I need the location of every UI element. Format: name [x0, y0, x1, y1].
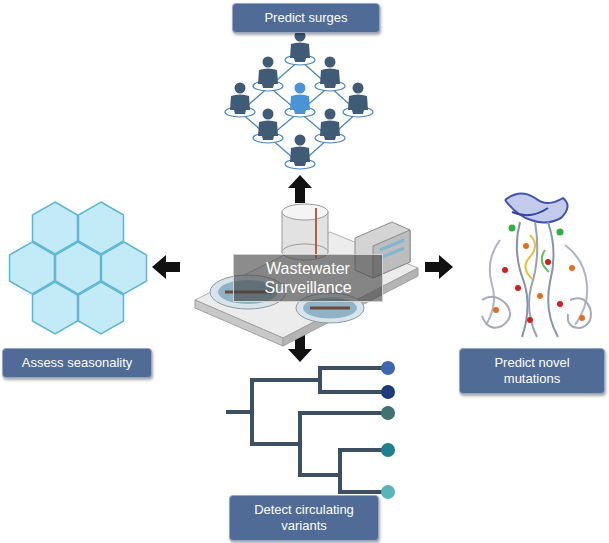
node-text: Predict surges [241, 10, 371, 26]
tree-tips [381, 361, 395, 499]
people-icons [230, 31, 368, 167]
treatment-plant [195, 204, 418, 346]
node-text: Detect circulating variants [238, 502, 370, 534]
mutation-sites [493, 225, 585, 324]
center-label: Wastewater Surveillance [233, 254, 383, 302]
network-rings [225, 55, 373, 169]
node-text: Assess seasonality [11, 355, 143, 371]
outcome-box: Predict surges [232, 3, 380, 33]
outcome-box: Detect circulating variants [229, 495, 379, 541]
block-arrows [152, 175, 453, 362]
phylogenetic-tree [228, 368, 384, 492]
protein-structure [482, 193, 591, 337]
outcome-box: Assess seasonality [2, 348, 152, 378]
hexagon-cluster [10, 202, 147, 334]
node-text: Wastewater Surveillance [244, 259, 372, 297]
outcome-box: Predict novel mutations [459, 348, 605, 394]
node-text: Predict novel mutations [468, 355, 596, 387]
